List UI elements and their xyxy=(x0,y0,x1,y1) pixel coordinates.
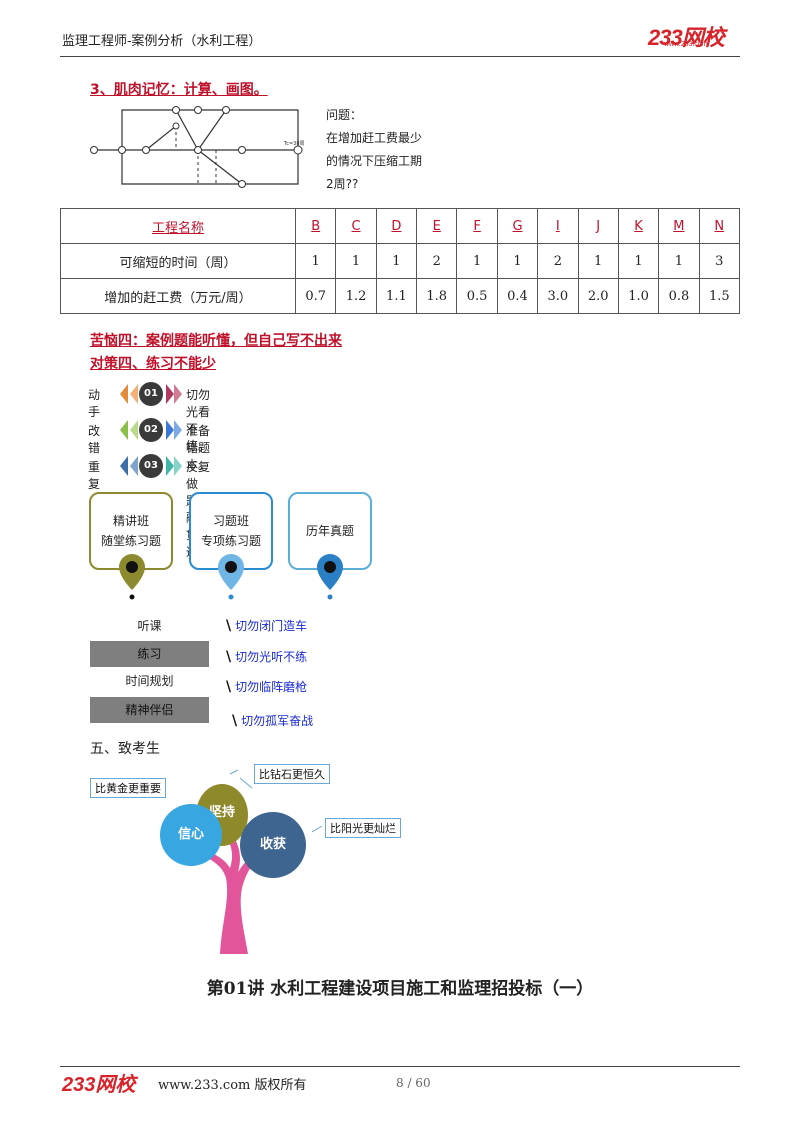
table-header-cell: K xyxy=(617,208,660,244)
callout-sunshine: 比阳光更灿烂 xyxy=(325,818,401,838)
callout-diamond: 比钻石更恒久 xyxy=(254,764,330,784)
advice-item: \切勿闭门造车 xyxy=(226,618,308,634)
table-header-row: 工程名称 B C D E F G I J K M N xyxy=(60,208,741,244)
table-cell: 3 xyxy=(698,243,741,279)
advice-item: \切勿光听不练 xyxy=(226,649,308,665)
table-header-cell: N xyxy=(698,208,741,244)
card-line: 历年真题 xyxy=(305,524,354,538)
table-row: 增加的赶工费（万元/周） 0.7 1.2 1.1 1.8 0.5 0.4 3.0… xyxy=(60,278,741,314)
advice-item: \切勿孤军奋战 xyxy=(232,713,314,729)
header-divider xyxy=(60,56,740,57)
table-row: 可缩短的时间（周） 1 1 1 2 1 1 2 1 1 1 3 xyxy=(60,243,741,279)
footer-copyright: www.233.com 版权所有 xyxy=(158,1078,307,1093)
table-header-cell: J xyxy=(577,208,619,244)
study-row-companion: 精神伴侣 xyxy=(90,697,209,723)
chevron-right-icon xyxy=(166,384,174,404)
study-row-time-plan: 时间规划 xyxy=(125,674,174,688)
crash-cost-table: 工程名称 B C D E F G I J K M N 可缩短的时间（周） 1 1… xyxy=(60,208,741,314)
table-header-cell: F xyxy=(456,208,498,244)
chevron-right-icon xyxy=(166,420,174,440)
advice-item: \切勿临阵磨枪 xyxy=(226,679,308,695)
trouble-heading: 苦恼四：案例题能听懂，但自己写不出来 xyxy=(90,333,342,349)
table-header-cell: C xyxy=(335,208,377,244)
chevron-right-icon xyxy=(174,384,182,404)
callout-gold: 比黄金更重要 xyxy=(90,778,166,798)
chevron-left-icon xyxy=(130,420,138,440)
network-tc-label: Tc=38周 xyxy=(283,141,305,147)
table-cell: 1.1 xyxy=(375,278,418,314)
card-line: 习题班 xyxy=(212,514,249,528)
chevron-left-icon xyxy=(120,456,128,476)
document-header-title: 监理工程师-案例分析（水利工程） xyxy=(62,34,262,49)
table-header-cell: E xyxy=(416,208,458,244)
table-cell: 1.5 xyxy=(698,278,741,314)
footer-divider xyxy=(60,1066,740,1067)
chevron-left-icon xyxy=(120,420,128,440)
table-cell: 可缩短的时间（周） xyxy=(60,243,296,279)
table-header-cell: I xyxy=(537,208,579,244)
step-label: 动手 xyxy=(88,388,101,419)
study-row-practice: 练习 xyxy=(90,641,209,667)
table-cell: 1 xyxy=(496,243,539,279)
table-cell: 1.2 xyxy=(335,278,377,314)
step-text: 准备错题本。 xyxy=(186,424,211,472)
step-text: 切勿光看不练。 xyxy=(186,388,211,453)
bubble-harvest: 收获 xyxy=(240,812,306,878)
countermeasure-heading: 对策四、练习不能少 xyxy=(90,356,216,372)
section3-heading: 3、肌肉记忆：计算、画图。 xyxy=(90,82,268,98)
table-cell: 增加的赶工费（万元/周） xyxy=(60,278,296,314)
table-cell: 3.0 xyxy=(537,278,579,314)
table-cell: 1 xyxy=(577,243,619,279)
map-pin-icon xyxy=(119,554,145,600)
table-cell: 2.0 xyxy=(577,278,619,314)
table-cell: 0.5 xyxy=(456,278,498,314)
step-number-badge: 02 xyxy=(139,418,163,442)
table-cell: 2 xyxy=(537,243,579,279)
table-header-cell: B xyxy=(294,208,337,244)
chevron-left-icon xyxy=(130,384,138,404)
question-text: 问题： 在增加赶工费最少 的情况下压缩工期 2周?? xyxy=(326,108,423,191)
chevron-left-icon xyxy=(130,456,138,476)
table-header-cell: D xyxy=(375,208,418,244)
chevron-right-icon xyxy=(174,420,182,440)
table-cell: 2 xyxy=(416,243,458,279)
brand-logo: 233网校 xyxy=(648,25,725,50)
step-label: 重复 xyxy=(88,460,101,491)
table-cell: 1 xyxy=(294,243,337,279)
table-header-cell: G xyxy=(496,208,539,244)
table-cell: 1 xyxy=(456,243,498,279)
table-cell: 1 xyxy=(658,243,700,279)
table-header-cell: M xyxy=(658,208,700,244)
step-number-badge: 01 xyxy=(139,382,163,406)
table-cell: 1 xyxy=(375,243,418,279)
table-header-cell: 工程名称 xyxy=(60,208,296,244)
table-cell: 0.8 xyxy=(658,278,700,314)
card-line: 专项练习题 xyxy=(200,534,261,548)
section5-heading: 五、致考生 xyxy=(90,741,160,757)
step-number-badge: 03 xyxy=(139,454,163,478)
map-pin-icon xyxy=(317,554,343,600)
table-cell: 1.0 xyxy=(617,278,660,314)
table-cell: 0.4 xyxy=(496,278,539,314)
card-line: 随堂练习题 xyxy=(100,534,161,548)
lecture-title: 第01讲 水利工程建设项目施工和监理招投标（一） xyxy=(206,979,594,999)
practice-card-past-exams: 历年真题 xyxy=(288,492,372,570)
network-diagram: Tc=38周 xyxy=(90,106,305,188)
map-pin-icon xyxy=(218,554,244,600)
page-number: 8 / 60 xyxy=(396,1076,431,1090)
card-line: 精讲班 xyxy=(112,514,149,528)
table-cell: 1 xyxy=(617,243,660,279)
table-cell: 1.8 xyxy=(416,278,458,314)
bubble-confidence: 信心 xyxy=(160,804,222,866)
step-label: 改错 xyxy=(88,424,101,455)
study-row-listen: 听课 xyxy=(137,619,162,633)
footer-brand-logo: 233网校 xyxy=(62,1074,136,1096)
chevron-left-icon xyxy=(120,384,128,404)
chevron-right-icon xyxy=(174,456,182,476)
table-cell: 0.7 xyxy=(294,278,337,314)
brand-logo-url: www.233.com xyxy=(664,41,708,48)
table-cell: 1 xyxy=(335,243,377,279)
chevron-right-icon xyxy=(166,456,174,476)
